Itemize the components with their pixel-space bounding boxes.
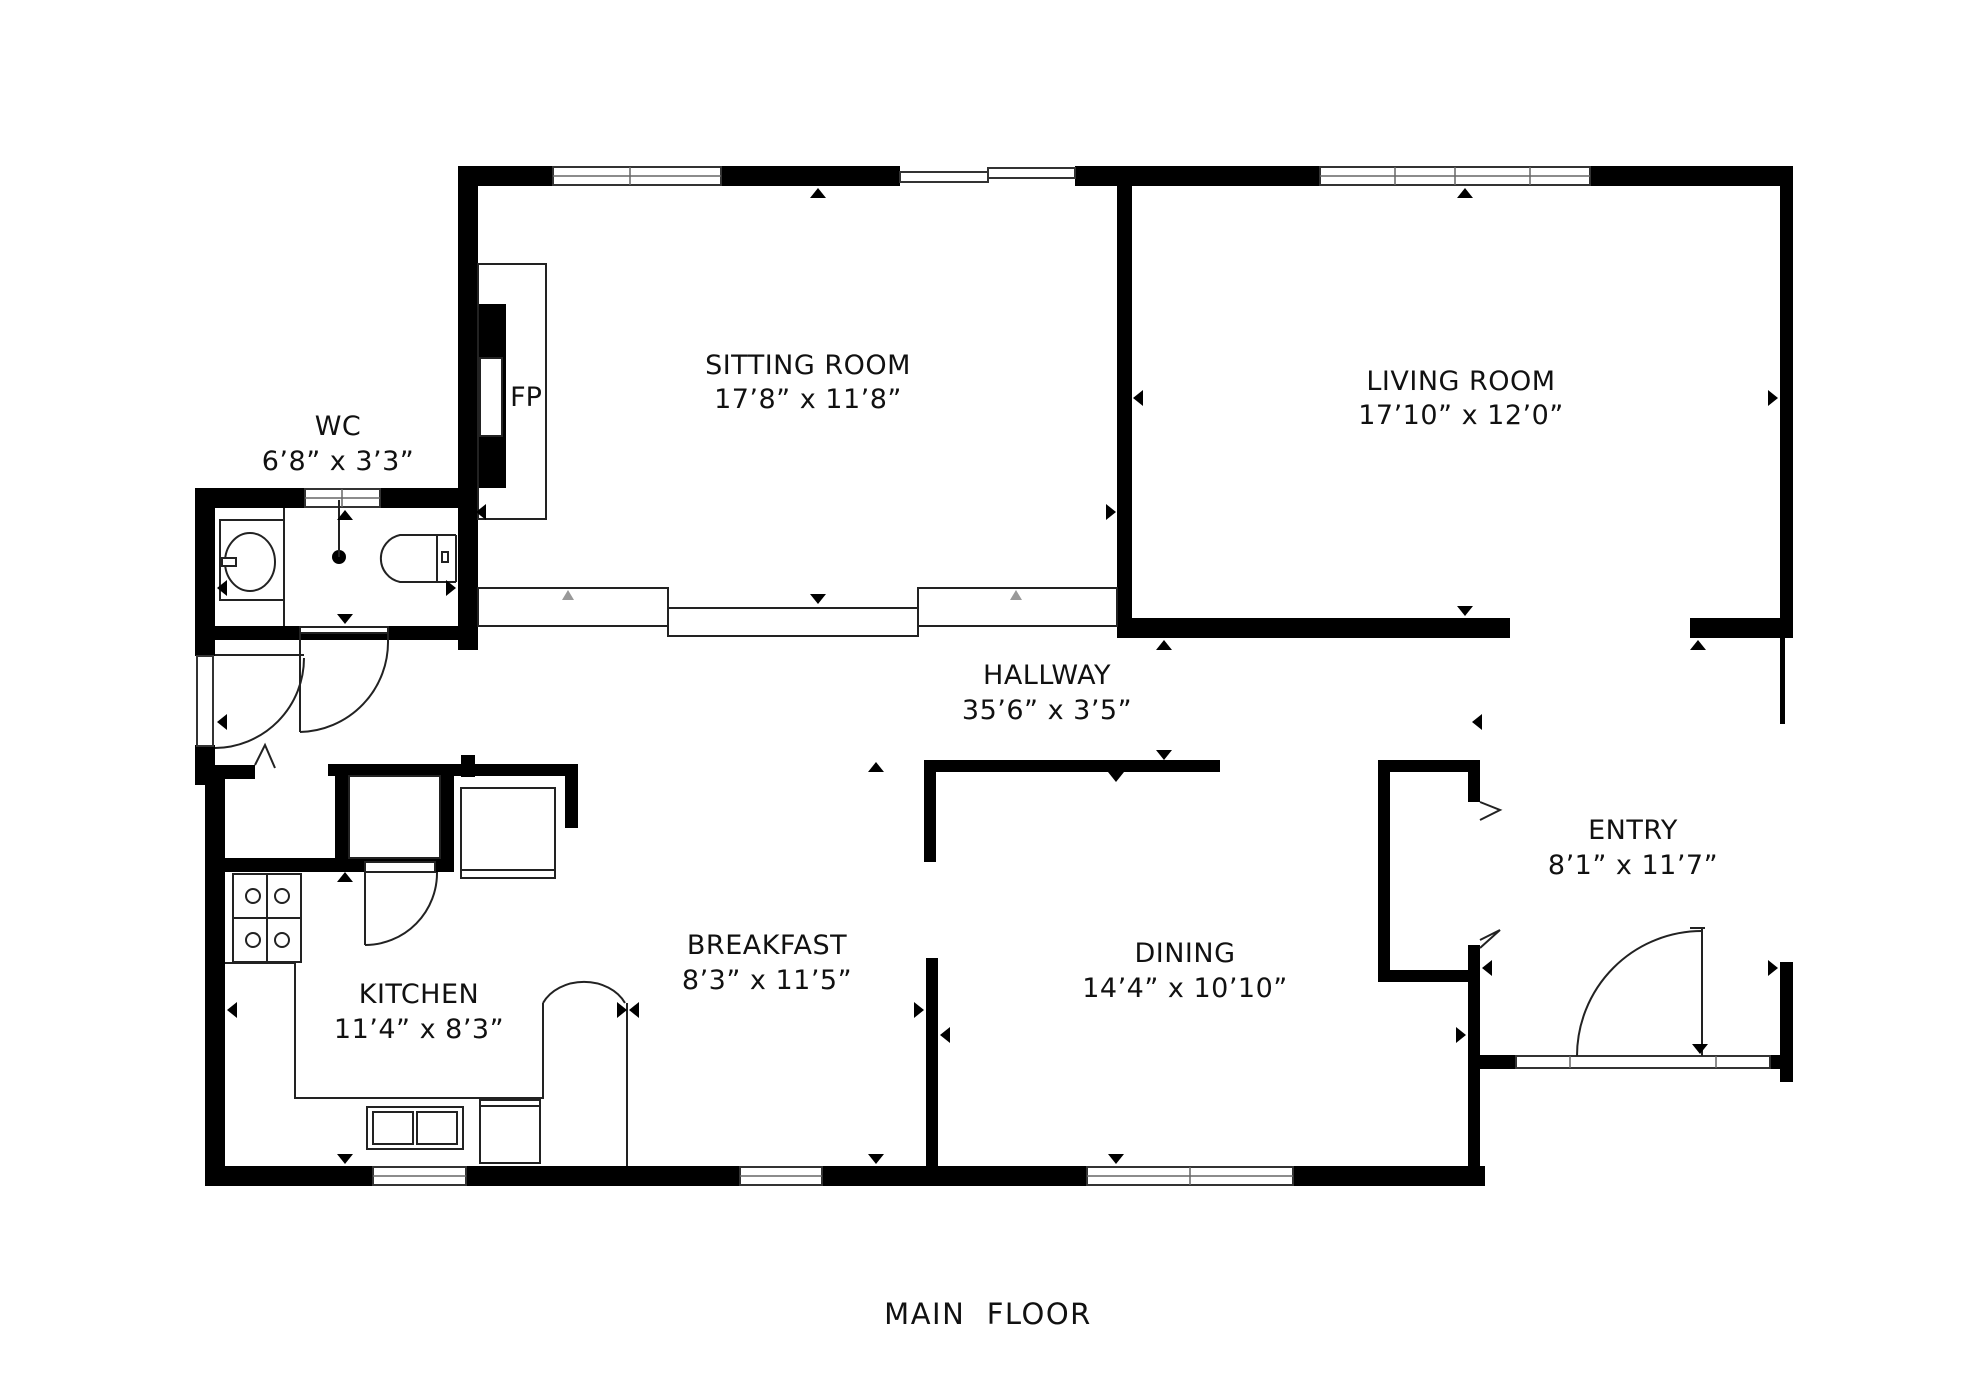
wall-markers: [217, 188, 1778, 1164]
fixtures: [214, 263, 1705, 1166]
kitchen-name: KITCHEN: [359, 979, 480, 1010]
kitchen-sink: [366, 1106, 464, 1150]
fireplace-outline: [477, 263, 547, 520]
wc-sink-counter: [219, 519, 285, 601]
windows: [196, 166, 1771, 1186]
living-room-dims: 17’10” x 12’0”: [1358, 400, 1564, 431]
fireplace-insert: [479, 357, 503, 437]
dining-dims: 14’4” x 10’10”: [1082, 973, 1288, 1004]
fireplace-label: FP: [510, 382, 542, 413]
entry-dims: 8’1” x 11’7”: [1548, 850, 1718, 881]
dining-name: DINING: [1134, 938, 1235, 969]
sitting-room-dims: 17’8” x 11’8”: [714, 384, 902, 415]
breakfast-name: BREAKFAST: [687, 930, 847, 961]
window-entry: [1515, 1055, 1771, 1069]
walls: [195, 166, 1793, 1186]
floor-title: MAIN FLOOR: [884, 1297, 1092, 1331]
wc-toilet: [379, 534, 438, 583]
wc-dims: 6’8” x 3’3”: [262, 446, 415, 477]
breakfast-dims: 8’3” x 11’5”: [682, 965, 852, 996]
entry-name: ENTRY: [1588, 815, 1678, 846]
hallway-name: HALLWAY: [983, 660, 1111, 691]
room-labels: SITTING ROOM 17’8” x 11’8” LIVING ROOM 1…: [262, 350, 1718, 1331]
kitchen-dims: 11’4” x 8’3”: [334, 1014, 504, 1045]
hallway-dims: 35’6” x 3’5”: [962, 695, 1132, 726]
kitchen-dishwasher: [479, 1099, 541, 1164]
wc-name: WC: [315, 411, 362, 442]
sitting-room-name: SITTING ROOM: [705, 350, 911, 381]
living-room-name: LIVING ROOM: [1366, 366, 1555, 397]
